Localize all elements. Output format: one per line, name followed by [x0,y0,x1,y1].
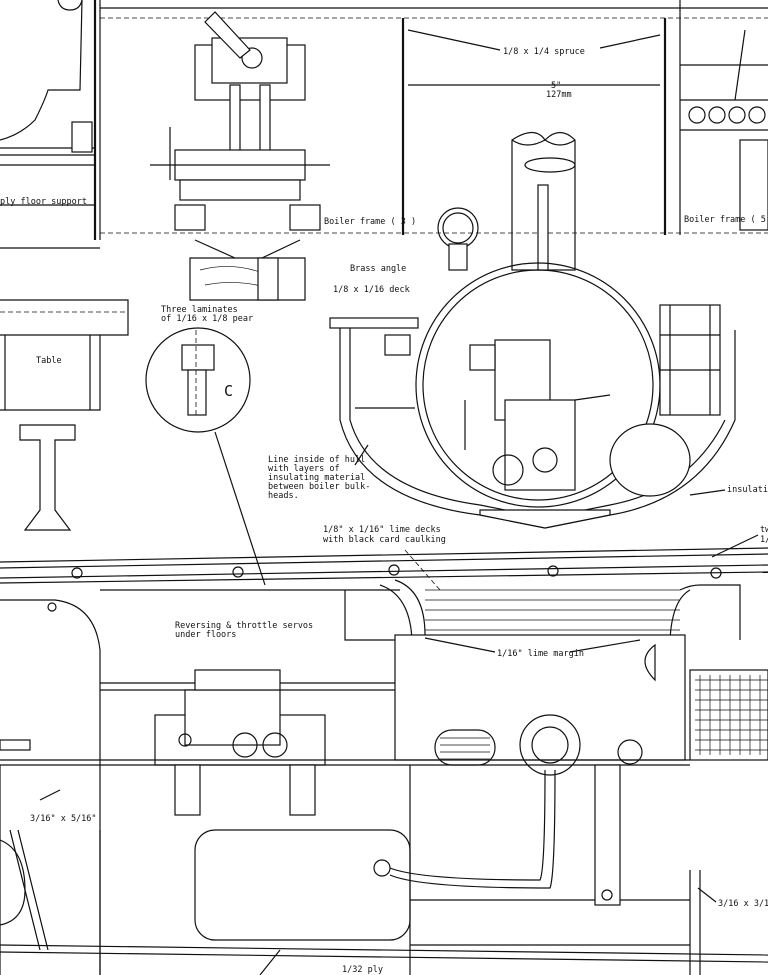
laminates-label-1: Three laminates [161,305,238,315]
spruce-label: 1/8 x 1/4 spruce [503,47,585,57]
funnel [511,131,576,271]
boiler-frame-3-label: Boiler frame ( 3 ) [324,217,416,227]
ply-leader [259,949,281,975]
line-inside-leader [354,444,369,466]
lime-decks-leader [404,549,441,591]
line-inside-label-1: Line inside of hull [268,455,365,465]
insulation-label: insulation [727,485,768,495]
line-inside-label-2: with layers of [268,464,340,474]
line-inside-label-5: heads. [268,491,299,501]
wood-grain-detail [189,239,306,301]
detail-letter: C [224,382,233,400]
left-hull-section [0,0,768,249]
size-3-16-5-16-label: 3/16" x 5/16" [30,814,97,824]
reversing-label-1: Reversing & throttle servos [175,621,313,631]
reversing-label-2: under floors [175,630,236,640]
plan-view-boiler [434,714,643,776]
boiler-frame-5-label: Boiler frame ( 5 ) [684,215,768,225]
tw-leader [711,534,759,558]
laminates-label-2: of 1/16 x 1/8 pear [161,314,253,324]
lime-margin-leader-right [569,639,641,653]
tw-label-2: 1/ [760,535,768,545]
right-hull-section [679,0,768,235]
boiler-cross-section [329,207,736,529]
plan-view-lower-frame [0,759,768,975]
lime-decks-label-1: 1/8" x 1/16" lime decks [323,525,441,535]
detail-c-circle [145,327,266,586]
lime-decks-label-2: with black card caulking [323,535,446,545]
size-3-16-3-16-label: 3/16 x 3/16 [718,899,768,909]
plan-view-engine [100,669,395,766]
top-border [93,0,768,240]
table-label: Table [36,356,62,366]
table-detail [0,299,129,531]
insulation-leader [689,489,726,496]
steam-engine-upper [150,11,330,231]
lime-margin-label: 1/16" lime margin [497,649,584,659]
floor-support-label: ply floor support [0,197,87,207]
size-3-16-3-16-leader [697,887,717,903]
line-inside-label-3: insulating material [268,473,365,483]
deck-label: 1/8 x 1/16 deck [333,285,410,295]
top-dimension [401,18,667,235]
brass-angle-label: Brass angle [350,264,406,274]
lime-margin-leader-left [424,637,496,653]
line-inside-label-4: between boiler bulk- [268,482,370,492]
plan-view-gunwale [0,547,768,584]
tw-label-1: tw [760,525,768,535]
ply-1-32-label: 1/32 ply [342,965,383,975]
width-inch-label: 5" [551,81,561,91]
width-mm-label: 127mm [546,90,572,100]
plan-view-left-bow [0,739,101,975]
